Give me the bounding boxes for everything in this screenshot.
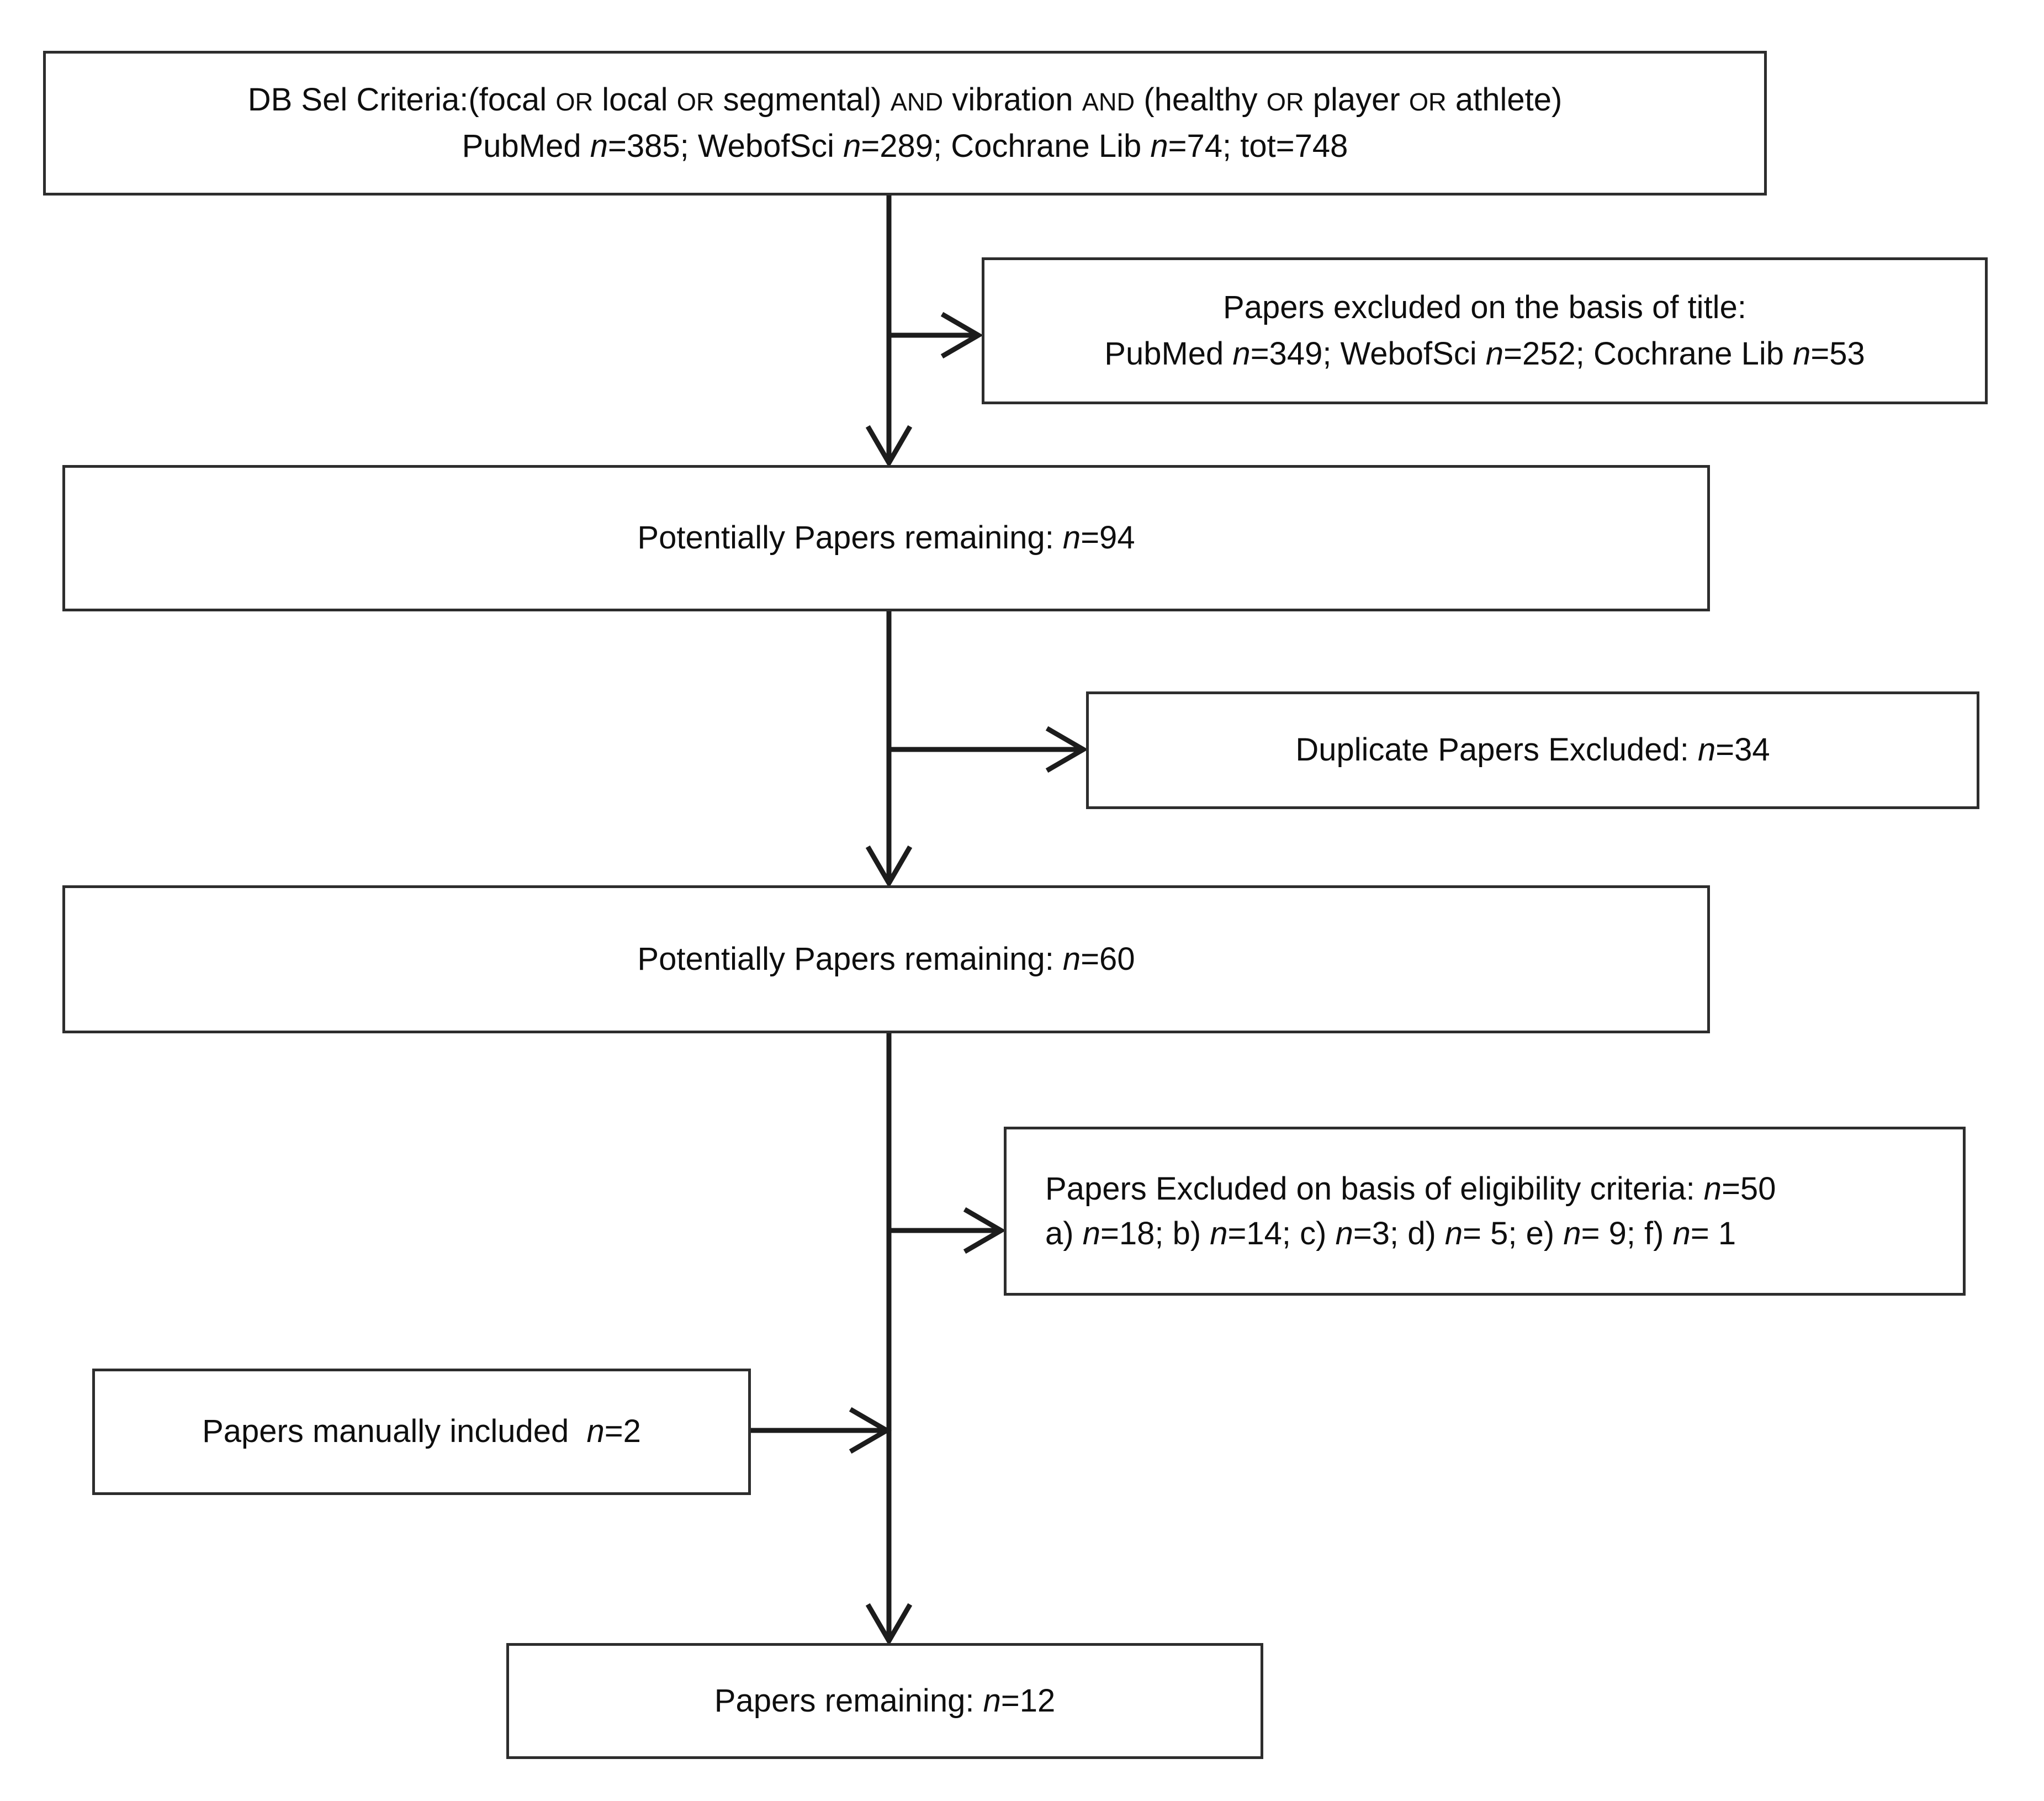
arrowhead-right-excluded-title bbox=[940, 311, 983, 359]
box-duplicates-excluded: Duplicate Papers Excluded: n=34 bbox=[1086, 691, 1979, 809]
box-papers-remaining-12: Papers remaining: n=12 bbox=[506, 1643, 1263, 1759]
excluded-title-label: Papers excluded on the basis of title: bbox=[1223, 289, 1746, 325]
arrowhead-down-remaining60 bbox=[865, 845, 913, 888]
arrowhead-down-remaining94 bbox=[865, 425, 913, 468]
arrowhead-right-eligibility bbox=[963, 1207, 1006, 1254]
eligibility-excluded-label: Papers Excluded on basis of eligibility … bbox=[1045, 1170, 1776, 1207]
manually-included-label: Papers manually included n=2 bbox=[202, 1413, 641, 1450]
db-criteria-counts-line: PubMed n=385; WebofSci n=289; Cochrane L… bbox=[462, 128, 1348, 164]
box-excluded-by-title: Papers excluded on the basis of title: P… bbox=[982, 257, 1988, 404]
eligibility-excluded-breakdown: a) n=18; b) n=14; c) n=3; d) n= 5; e) n=… bbox=[1045, 1216, 1736, 1251]
arrowhead-right-manual-merge bbox=[849, 1407, 892, 1454]
box-db-selection-criteria: DB Sel Criteria:(focal OR local OR segme… bbox=[43, 51, 1767, 196]
box-potentially-remaining-94: Potentially Papers remaining: n=94 bbox=[62, 465, 1710, 611]
arrowhead-right-duplicates bbox=[1045, 726, 1088, 773]
box-excluded-eligibility: Papers Excluded on basis of eligibility … bbox=[1004, 1127, 1966, 1296]
box-potentially-remaining-60: Potentially Papers remaining: n=60 bbox=[62, 885, 1710, 1033]
remaining-12-label: Papers remaining: n=12 bbox=[714, 1682, 1056, 1719]
duplicates-excluded-label: Duplicate Papers Excluded: n=34 bbox=[1295, 732, 1770, 768]
box-manually-included: Papers manually included n=2 bbox=[92, 1369, 751, 1495]
db-criteria-query-line: DB Sel Criteria:(focal OR local OR segme… bbox=[247, 81, 1563, 118]
excluded-title-counts: PubMed n=349; WebofSci n=252; Cochrane L… bbox=[1104, 336, 1865, 372]
remaining-94-label: Potentially Papers remaining: n=94 bbox=[637, 520, 1135, 556]
remaining-60-label: Potentially Papers remaining: n=60 bbox=[637, 941, 1135, 977]
arrowhead-down-remaining12 bbox=[865, 1603, 913, 1646]
connector-lines bbox=[748, 193, 1088, 1646]
